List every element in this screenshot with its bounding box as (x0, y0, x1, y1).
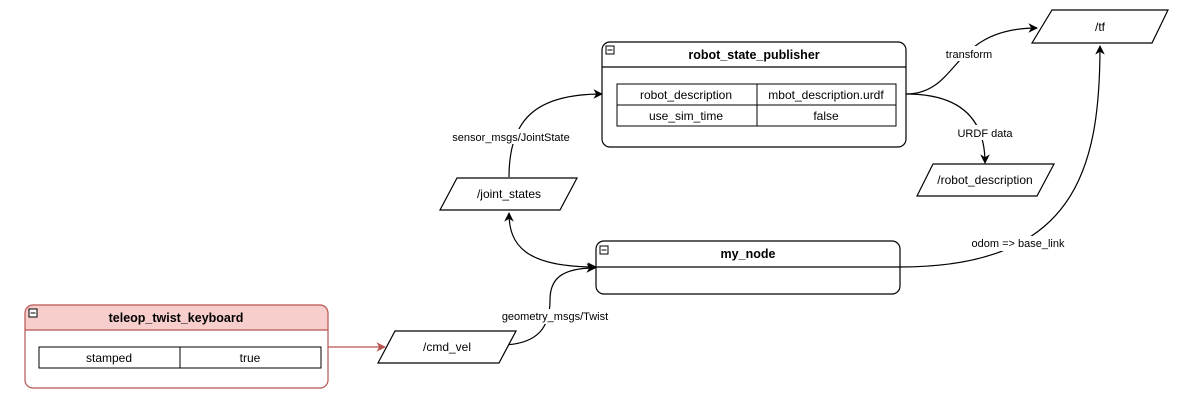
edge-label-odom: odom => base_link (972, 238, 1065, 250)
topic-label: /joint_states (477, 187, 541, 201)
collapse-icon[interactable] (605, 45, 615, 55)
edge-odom (899, 45, 1105, 268)
edge-label-urdf-data: URDF data (957, 128, 1013, 140)
node-title: teleop_twist_keyboard (109, 311, 244, 325)
param-table: stamped true (38, 346, 322, 369)
node-my-node[interactable]: my_node (595, 240, 901, 295)
param-key: robot_description (640, 88, 732, 102)
param-key: use_sim_time (649, 109, 723, 123)
topic-tf[interactable]: /tf (1030, 9, 1169, 44)
node-title: my_node (721, 247, 776, 261)
topic-label: /tf (1095, 20, 1106, 34)
param-table: robot_description mbot_description.urdf … (616, 83, 897, 127)
node-title: robot_state_publisher (688, 48, 819, 62)
topic-robot-description[interactable]: /robot_description (916, 163, 1055, 197)
topic-cmd-vel[interactable]: /cmd_vel (377, 330, 517, 364)
param-value: true (240, 351, 261, 365)
edge-sensor-msgs (508, 89, 603, 178)
param-value: mbot_description.urdf (768, 88, 884, 102)
edge-label-geometry-msgs: geometry_msgs/Twist (502, 311, 608, 323)
node-teleop-twist-keyboard[interactable]: teleop_twist_keyboard stamped true (24, 304, 329, 389)
edge-urdf-data (905, 93, 990, 164)
param-key: stamped (86, 351, 132, 365)
collapse-icon[interactable] (599, 245, 609, 255)
collapse-icon[interactable] (28, 308, 38, 318)
param-value: false (813, 109, 839, 123)
edge-joint-states-my-node (504, 212, 597, 272)
edge-label-sensor-msgs: sensor_msgs/JointState (452, 132, 569, 144)
topic-label: /cmd_vel (423, 340, 471, 354)
edge-geometry-msgs (499, 263, 596, 346)
topic-label: /robot_description (937, 173, 1032, 187)
topic-joint-states[interactable]: /joint_states (439, 177, 578, 211)
edge-label-transform: transform (946, 49, 992, 61)
node-robot-state-publisher[interactable]: robot_state_publisher robot_description … (601, 41, 907, 148)
